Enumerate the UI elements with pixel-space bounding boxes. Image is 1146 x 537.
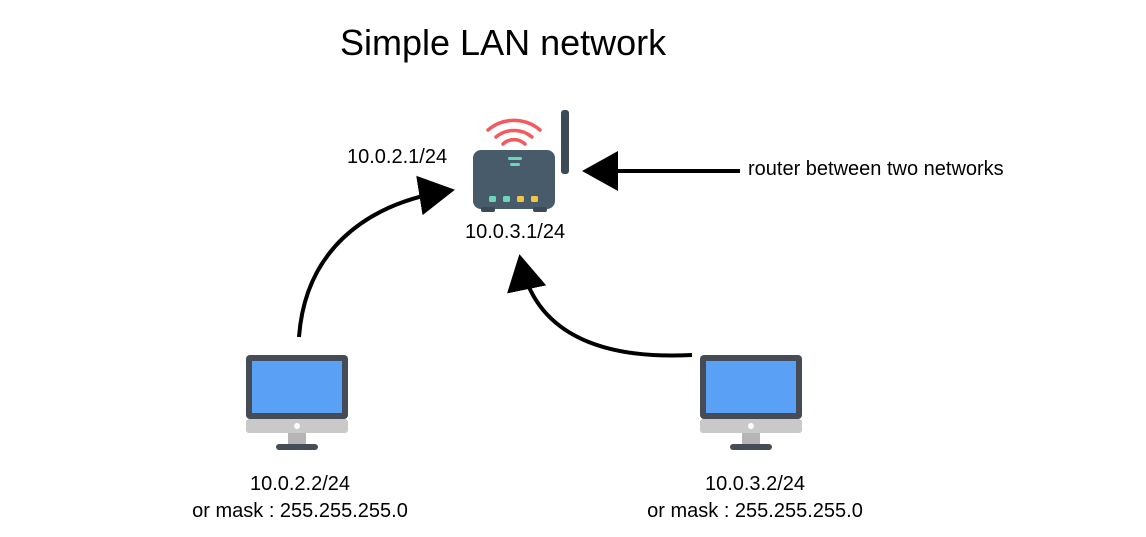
host-label: 10.0.2.2/24 or mask : 255.255.255.0 [170,471,430,525]
antenna [561,110,569,174]
host-mask: or mask : 255.255.255.0 [647,500,863,522]
router-annotation: router between two networks [748,158,1004,180]
page-title: Simple LAN network [340,22,667,63]
wifi-signal-icon [486,118,542,146]
router-ip-bottom: 10.0.3.1/24 [465,221,566,243]
host-label: 10.0.3.2/24 or mask : 255.255.255.0 [625,471,885,525]
host-mask: or mask : 255.255.255.0 [192,500,408,522]
arrow-pc2-to-router [507,254,693,358]
router-body [473,150,555,209]
host-ip: 10.0.2.2/24 [249,473,351,495]
desktop-computer-icon [246,355,348,450]
wifi-router-icon [473,110,569,212]
router-ip-top: 10.0.2.1/24 [347,146,448,168]
desktop-computer-icon [700,355,802,450]
host-ip: 10.0.3.2/24 [704,473,806,495]
arrow-pc1-to-router [297,175,455,338]
